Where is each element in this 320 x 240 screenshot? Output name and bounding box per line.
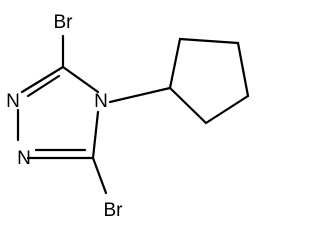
- atom-br-top: Br: [54, 12, 74, 33]
- bond-cp4-cp5: [204, 94, 250, 125]
- atom-br-bottom: Br: [104, 200, 124, 221]
- bond-c3-n2: [20, 65, 65, 94]
- bond-cp1-cp2: [168, 37, 182, 90]
- bond-c5-br: [91, 156, 108, 195]
- bond-n4-cp: [108, 86, 172, 104]
- bond-c3-n2-double: [26, 74, 61, 98]
- bond-cp5-cp1: [168, 86, 208, 125]
- structure-svg: Br N N N Br: [6, 12, 250, 221]
- bond-cp2-cp3: [178, 37, 240, 45]
- molecule-diagram: Br N N N Br: [6, 12, 250, 221]
- bond-c5-n4: [91, 110, 100, 160]
- bond-cp3-cp4: [236, 41, 250, 98]
- bond-c3-n4: [61, 65, 100, 94]
- atom-n4: N: [94, 91, 108, 112]
- atom-n1: N: [17, 148, 31, 169]
- atom-n2: N: [6, 91, 20, 112]
